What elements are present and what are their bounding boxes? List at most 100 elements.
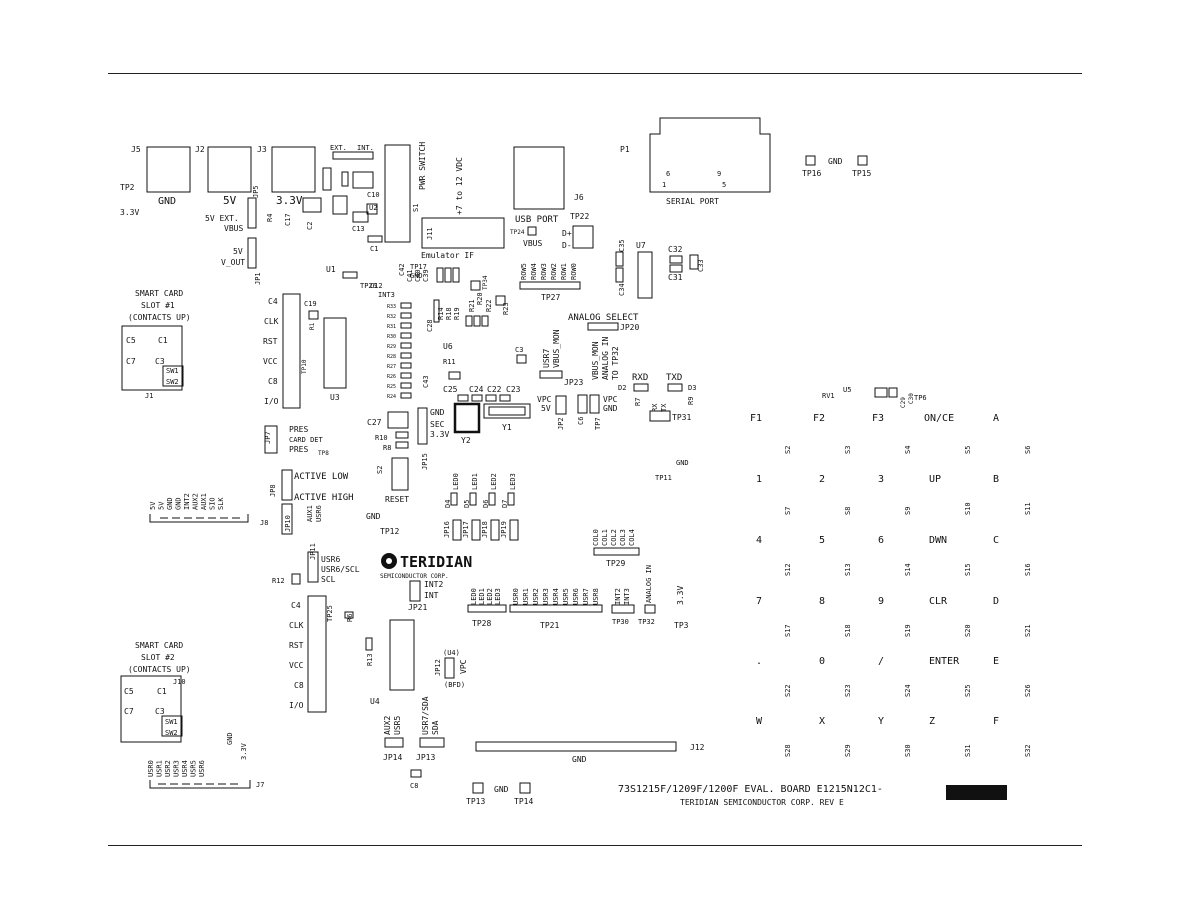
serial-section: P1 6 9 1 5 SERIAL PORT GND TP16 TP15 <box>620 117 871 206</box>
mid-tp12: TP12 <box>380 527 399 536</box>
tp25-label: TP25 <box>326 605 334 622</box>
r9-label: R9 <box>687 397 695 405</box>
tp24-pad <box>527 226 537 236</box>
key-switch: S29 <box>844 744 852 757</box>
reset-label: RESET <box>385 495 409 504</box>
y1-label: Y1 <box>502 423 512 432</box>
c30-part <box>888 387 898 398</box>
card2-scl: SCL <box>321 575 336 584</box>
resistor-label: R31 <box>387 324 396 330</box>
rxd-label: RXD <box>632 373 648 383</box>
v-out-1: 5V <box>233 247 243 256</box>
c33-label: C33 <box>697 259 705 272</box>
rx-label: RX <box>651 403 659 412</box>
card2-r12: R12 <box>272 577 285 585</box>
key-label: F1 <box>750 413 762 424</box>
r20-part <box>465 315 473 327</box>
u7-label: U7 <box>636 241 646 250</box>
pin-label: SIO <box>209 497 217 510</box>
c34-label: C34 <box>618 283 626 296</box>
col-label: COL0 <box>592 529 600 546</box>
mid-section: U6 R11 C43 C25 C24 C22 C23 Y2 Y1 C27 R10… <box>264 295 531 536</box>
led-label: LED3 <box>509 473 517 490</box>
j5-jack <box>146 146 191 193</box>
led-part <box>488 492 496 506</box>
jp7-label: JP7 <box>264 431 272 444</box>
r22-part <box>481 315 489 327</box>
u2-part <box>366 203 378 215</box>
card2-title-2: SLOT #2 <box>141 653 175 662</box>
serial-gnd: GND <box>828 157 843 166</box>
jp21-part <box>409 580 421 602</box>
jp10-aux1: AUX1 <box>306 505 314 522</box>
key-switch: S25 <box>964 684 972 697</box>
led-part <box>507 492 515 506</box>
tp3-3v3: 3.3V <box>676 586 685 605</box>
keypad-rv1: RV1 <box>822 392 835 400</box>
usr-label: USR6 <box>572 588 580 605</box>
card1-c5: C5 <box>126 336 136 345</box>
vdc-label: +7 to 12 VDC <box>455 157 464 215</box>
key-switch: S3 <box>844 446 852 454</box>
int2-label: INT2 <box>614 588 622 605</box>
tp7-part <box>589 394 600 414</box>
key-switch: S15 <box>964 563 972 576</box>
led-diode: D5 <box>463 500 471 508</box>
key-label: CLR <box>929 596 948 607</box>
pin-label: USR1 <box>156 760 164 777</box>
board-title: 73S1215F/1209F/1200F EVAL. BOARD E1215N1… <box>618 784 883 795</box>
v-out-2: V_OUT <box>221 258 245 267</box>
y2-label: Y2 <box>461 436 471 445</box>
resistor-label: R28 <box>387 354 396 360</box>
c42-label: C42 <box>398 263 406 276</box>
row-label: ROW0 <box>570 263 578 280</box>
c31-label: C31 <box>668 273 683 282</box>
key-switch: S30 <box>904 744 912 757</box>
c39-part <box>436 267 444 283</box>
led-jp: JP17 <box>462 521 470 538</box>
tp28-header <box>467 604 507 613</box>
led-top-label: LED2 <box>486 588 494 605</box>
card2-vcc: VCC <box>289 661 304 670</box>
card2-io: I/O <box>289 701 304 710</box>
jp6-part <box>322 167 332 191</box>
serial-pin6: 6 <box>666 170 670 178</box>
key-switch: S11 <box>1024 502 1032 515</box>
card2-usr6: USR6 <box>321 555 340 564</box>
led-jumper <box>490 519 500 541</box>
key-label: F3 <box>872 413 884 424</box>
tp34-label: TP34 <box>482 275 489 290</box>
card2-c4: C4 <box>291 601 301 610</box>
card1-c19: C19 <box>304 300 317 308</box>
u6-label: U6 <box>443 342 453 351</box>
c32-label: C32 <box>668 245 683 254</box>
pin-label: GND <box>166 497 174 510</box>
jp12-bfd: (BFD) <box>444 681 465 689</box>
jp12-vpc: VPC <box>459 659 468 674</box>
c23-label: C23 <box>506 385 521 394</box>
u4-chip <box>389 619 415 691</box>
bottom-section: JP14 JP13 C8 J12 GND GND TP13 TP14 73S12… <box>149 503 883 807</box>
j3-label: 3.3V <box>276 194 303 207</box>
card2-c7: C7 <box>124 707 134 716</box>
j8-label: J8 <box>260 519 268 527</box>
key-label: C <box>993 535 999 546</box>
led-jumper <box>452 519 462 541</box>
key-label: 9 <box>878 596 884 607</box>
led-jumper <box>471 519 481 541</box>
usb-vbus: VBUS <box>523 239 542 248</box>
card1-u3: U3 <box>330 393 340 402</box>
c1-part <box>367 235 383 243</box>
jp7-part <box>264 425 278 454</box>
card1-rst: RST <box>263 337 278 346</box>
key-switch: S22 <box>784 684 792 697</box>
r7-label: R7 <box>634 398 642 406</box>
jp12-part <box>444 657 455 679</box>
tp31-pad <box>649 410 671 422</box>
tp8-label: TP8 <box>318 450 329 457</box>
jp10-usr6: USR6 <box>315 505 323 522</box>
j3-ref: J3 <box>257 145 267 154</box>
jp7-pres: PRES <box>289 425 308 434</box>
c25-label: C25 <box>443 385 458 394</box>
led-jp: JP18 <box>481 521 489 538</box>
